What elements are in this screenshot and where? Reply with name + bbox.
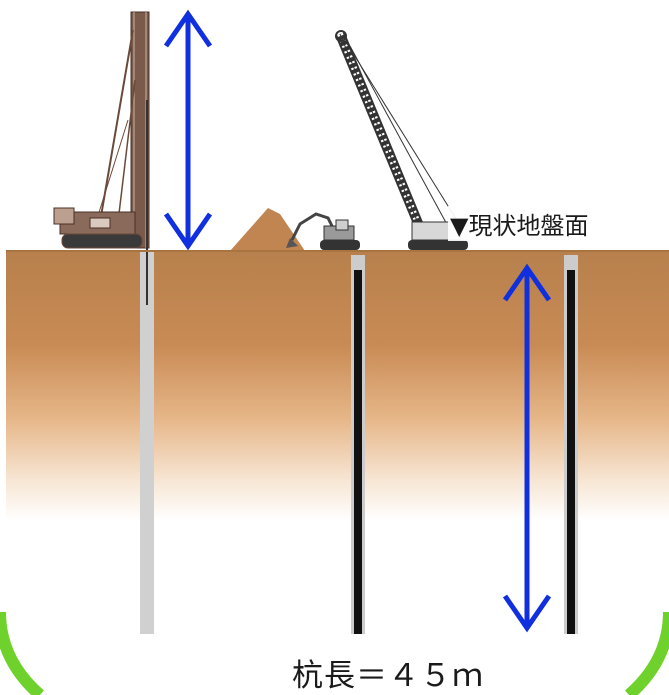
excavator-icon: [286, 212, 360, 250]
pile-middle-core: [354, 270, 362, 634]
frame-corner-right: [624, 611, 669, 695]
soil-mound-icon: [230, 208, 305, 251]
pile-driver-rig-icon: [53, 11, 150, 305]
pile-length-arrow: [502, 263, 552, 633]
crawler-crane-icon: [335, 30, 468, 250]
existing-pile-left: [140, 251, 154, 634]
frame-corner-left: [0, 611, 45, 695]
pile-right-core: [567, 270, 575, 634]
soil-layer: [6, 251, 669, 521]
ground-surface-label: ▼現状地盤面: [448, 206, 591, 241]
rig-height-arrow: [163, 9, 213, 251]
pile-length-label: 杭長＝４５ｍ: [292, 658, 484, 694]
